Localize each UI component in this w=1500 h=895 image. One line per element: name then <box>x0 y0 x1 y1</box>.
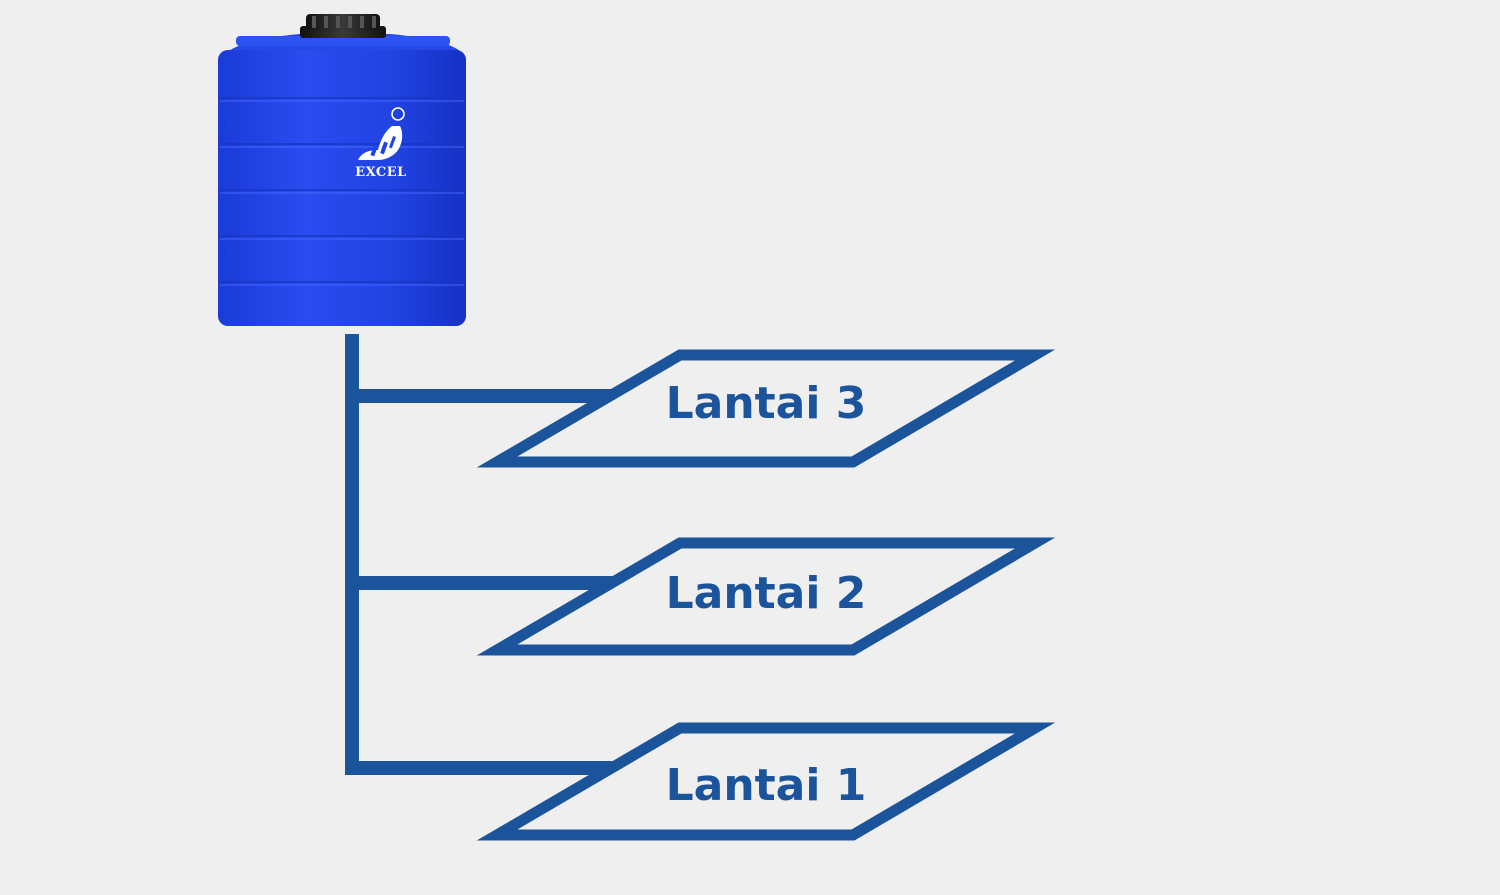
pipe-network <box>345 334 612 775</box>
floor-label: Lantai 2 <box>666 568 867 619</box>
floor-plane <box>476 349 1056 468</box>
floor-label: Lantai 1 <box>666 760 867 811</box>
floor-2: Lantai 2 <box>476 537 1056 656</box>
floor-plane <box>476 722 1056 841</box>
seal-logo-icon <box>358 107 405 160</box>
floor-plane <box>476 537 1056 656</box>
floor-label: Lantai 3 <box>666 378 867 429</box>
tank-body <box>218 50 466 326</box>
water-tank: EXCEL <box>218 14 466 326</box>
floor-1: Lantai 1 <box>476 722 1056 841</box>
tank-top-rim <box>236 36 450 46</box>
tank-rib-highlights <box>220 100 464 286</box>
tank-lid <box>306 14 380 30</box>
brand-name: EXCEL <box>355 165 407 180</box>
tank-ribs <box>220 97 464 283</box>
floor-3: Lantai 3 <box>476 349 1056 468</box>
tank-lid-grips <box>312 16 376 28</box>
